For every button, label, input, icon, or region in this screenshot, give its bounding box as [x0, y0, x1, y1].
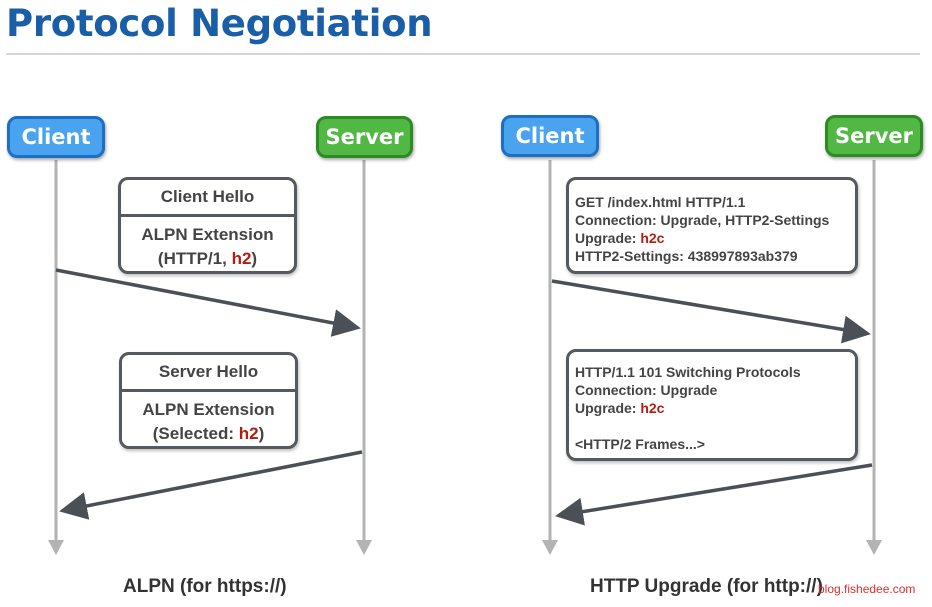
- client-hello-protocols: (HTTP/1, h2): [121, 247, 294, 271]
- alpn-client-actor: Client: [7, 116, 105, 158]
- client-hello-box: Client Hello ALPN Extension (HTTP/1, h2): [118, 177, 297, 274]
- client-hello-header: Client Hello: [121, 180, 294, 217]
- watermark: blog.fishedee.com: [818, 582, 916, 596]
- response-upgrade-prefix: Upgrade:: [575, 400, 641, 416]
- server-hello-box: Server Hello ALPN Extension (Selected: h…: [119, 352, 298, 449]
- upgrade-request-arrow: [551, 279, 871, 344]
- alpn-client-hello-arrow: [55, 268, 361, 337]
- response-connection-header: Connection: Upgrade: [575, 382, 718, 398]
- upgrade-client-actor: Client: [501, 115, 599, 157]
- upgrade-response-arrow: [555, 463, 873, 526]
- response-h2c: h2c: [640, 400, 665, 416]
- client-hello-extension: ALPN Extension: [141, 225, 274, 244]
- client-hello-h2: h2: [231, 249, 252, 268]
- alpn-server-hello-arrow: [59, 450, 363, 520]
- client-hello-body: ALPN Extension (HTTP/1, h2): [121, 217, 294, 271]
- upgrade-caption: HTTP Upgrade (for http://): [590, 576, 823, 597]
- upgrade-server-lifeline: [866, 160, 882, 555]
- server-hello-selected-prefix: (Selected:: [152, 424, 239, 443]
- server-hello-selected-suffix: ): [258, 424, 265, 443]
- upgrade-request-box: GET /index.html HTTP/1.1 Connection: Upg…: [566, 177, 858, 274]
- upgrade-server-actor: Server: [825, 115, 923, 157]
- title-divider: [6, 53, 920, 55]
- alpn-client-lifeline: [48, 160, 64, 555]
- alpn-server-lifeline: [356, 160, 372, 555]
- server-hello-body: ALPN Extension (Selected: h2): [122, 392, 295, 446]
- client-hello-protocols-prefix: (HTTP/1,: [157, 249, 232, 268]
- request-upgrade-prefix: Upgrade:: [575, 230, 641, 246]
- response-frames: <HTTP/2 Frames...>: [575, 436, 705, 452]
- server-hello-selected: (Selected: h2): [122, 422, 295, 446]
- response-status-line: HTTP/1.1 101 Switching Protocols: [575, 364, 801, 380]
- request-settings-header: HTTP2-Settings: 438997893ab379: [575, 248, 798, 264]
- request-h2c: h2c: [640, 230, 665, 246]
- page-title: Protocol Negotiation: [6, 2, 433, 45]
- request-connection-header: Connection: Upgrade, HTTP2-Settings: [575, 212, 830, 228]
- alpn-caption: ALPN (for https://): [123, 576, 287, 597]
- server-hello-extension: ALPN Extension: [142, 400, 275, 419]
- response-upgrade-header: Upgrade: h2c: [575, 399, 855, 417]
- alpn-server-actor: Server: [316, 116, 413, 158]
- request-upgrade-header: Upgrade: h2c: [575, 229, 855, 247]
- upgrade-client-lifeline: [542, 160, 558, 555]
- client-hello-protocols-suffix: ): [251, 249, 258, 268]
- server-hello-header: Server Hello: [122, 355, 295, 392]
- server-hello-h2: h2: [238, 424, 259, 443]
- upgrade-response-box: HTTP/1.1 101 Switching Protocols Connect…: [566, 349, 858, 461]
- request-line: GET /index.html HTTP/1.1: [575, 194, 746, 210]
